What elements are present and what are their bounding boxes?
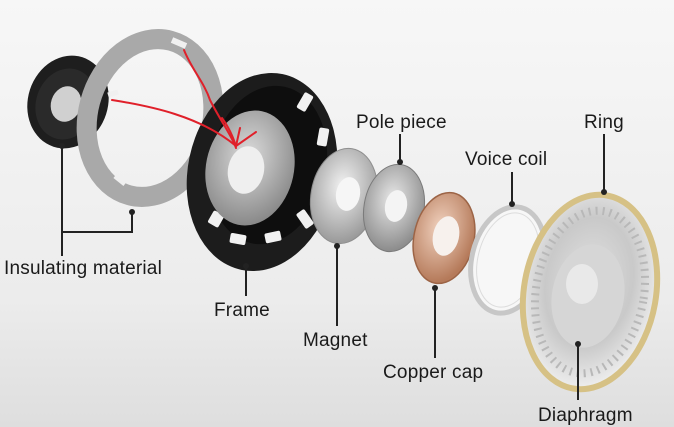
label-copper-cap: Copper cap [383, 362, 484, 383]
label-diaphragm: Diaphragm [538, 405, 633, 426]
diaphragm-ring-part [519, 191, 661, 393]
leader-dots [59, 143, 607, 347]
label-frame: Frame [214, 300, 270, 321]
pole-piece-part [362, 163, 426, 253]
insulating-leader [61, 146, 133, 233]
label-ring: Ring [584, 112, 624, 133]
leader-lines [61, 134, 605, 400]
label-pole-piece: Pole piece [356, 112, 447, 133]
label-magnet: Magnet [303, 330, 368, 351]
red-annotation [111, 49, 257, 149]
label-insulating-material: Insulating material [4, 258, 162, 279]
label-voice-coil: Voice coil [465, 149, 548, 170]
magnet-part [309, 147, 379, 245]
